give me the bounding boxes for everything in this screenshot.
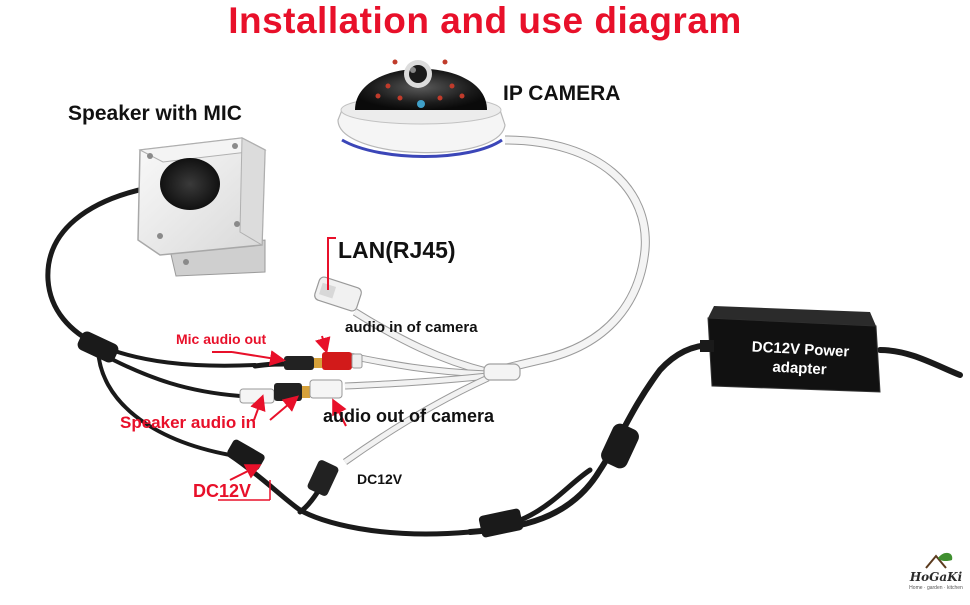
cable-junction [483,363,521,381]
label-audio-out-of-camera: audio out of camera [323,406,495,426]
power-adapter-device [700,306,881,393]
camera-cable [487,135,650,377]
label-mic-audio-out: Mic audio out [176,331,267,347]
ferrite-bead [601,423,639,469]
camera-pigtail-cables [342,308,490,465]
diagram-title: Installation and use diagram [228,0,742,41]
rj45-connector [314,276,362,312]
label-power-adapter: DC12V Power adapter [729,336,871,381]
dc-plug-connector [478,508,524,538]
dc-jack-left [227,439,265,471]
annotation-arrows [212,237,347,501]
label-dc12v-left: DC12V [193,481,252,501]
logo-tagline: Home · garden · kitchen [909,585,963,591]
logo-name: HoGaKi [909,570,963,584]
dc-jack-camera [307,460,339,496]
label-audio-in-of-camera: audio in of camera [345,319,478,336]
label-speaker-with-mic: Speaker with MIC [68,102,242,125]
house-leaf-icon [925,552,953,569]
speaker-cable-splitter [77,331,119,363]
label-speaker-audio-in: Speaker audio in [120,413,257,432]
label-ip-camera: IP CAMERA [503,82,621,105]
rca-connectors [239,352,363,404]
hogaki-logo: HoGaKi Home · garden · kitchen [908,548,964,596]
label-dc12v-camera: DC12V [357,471,403,487]
speaker-with-mic-device [137,137,267,277]
label-lan-rj45: LAN(RJ45) [338,237,456,263]
ip-camera-device [337,59,506,158]
